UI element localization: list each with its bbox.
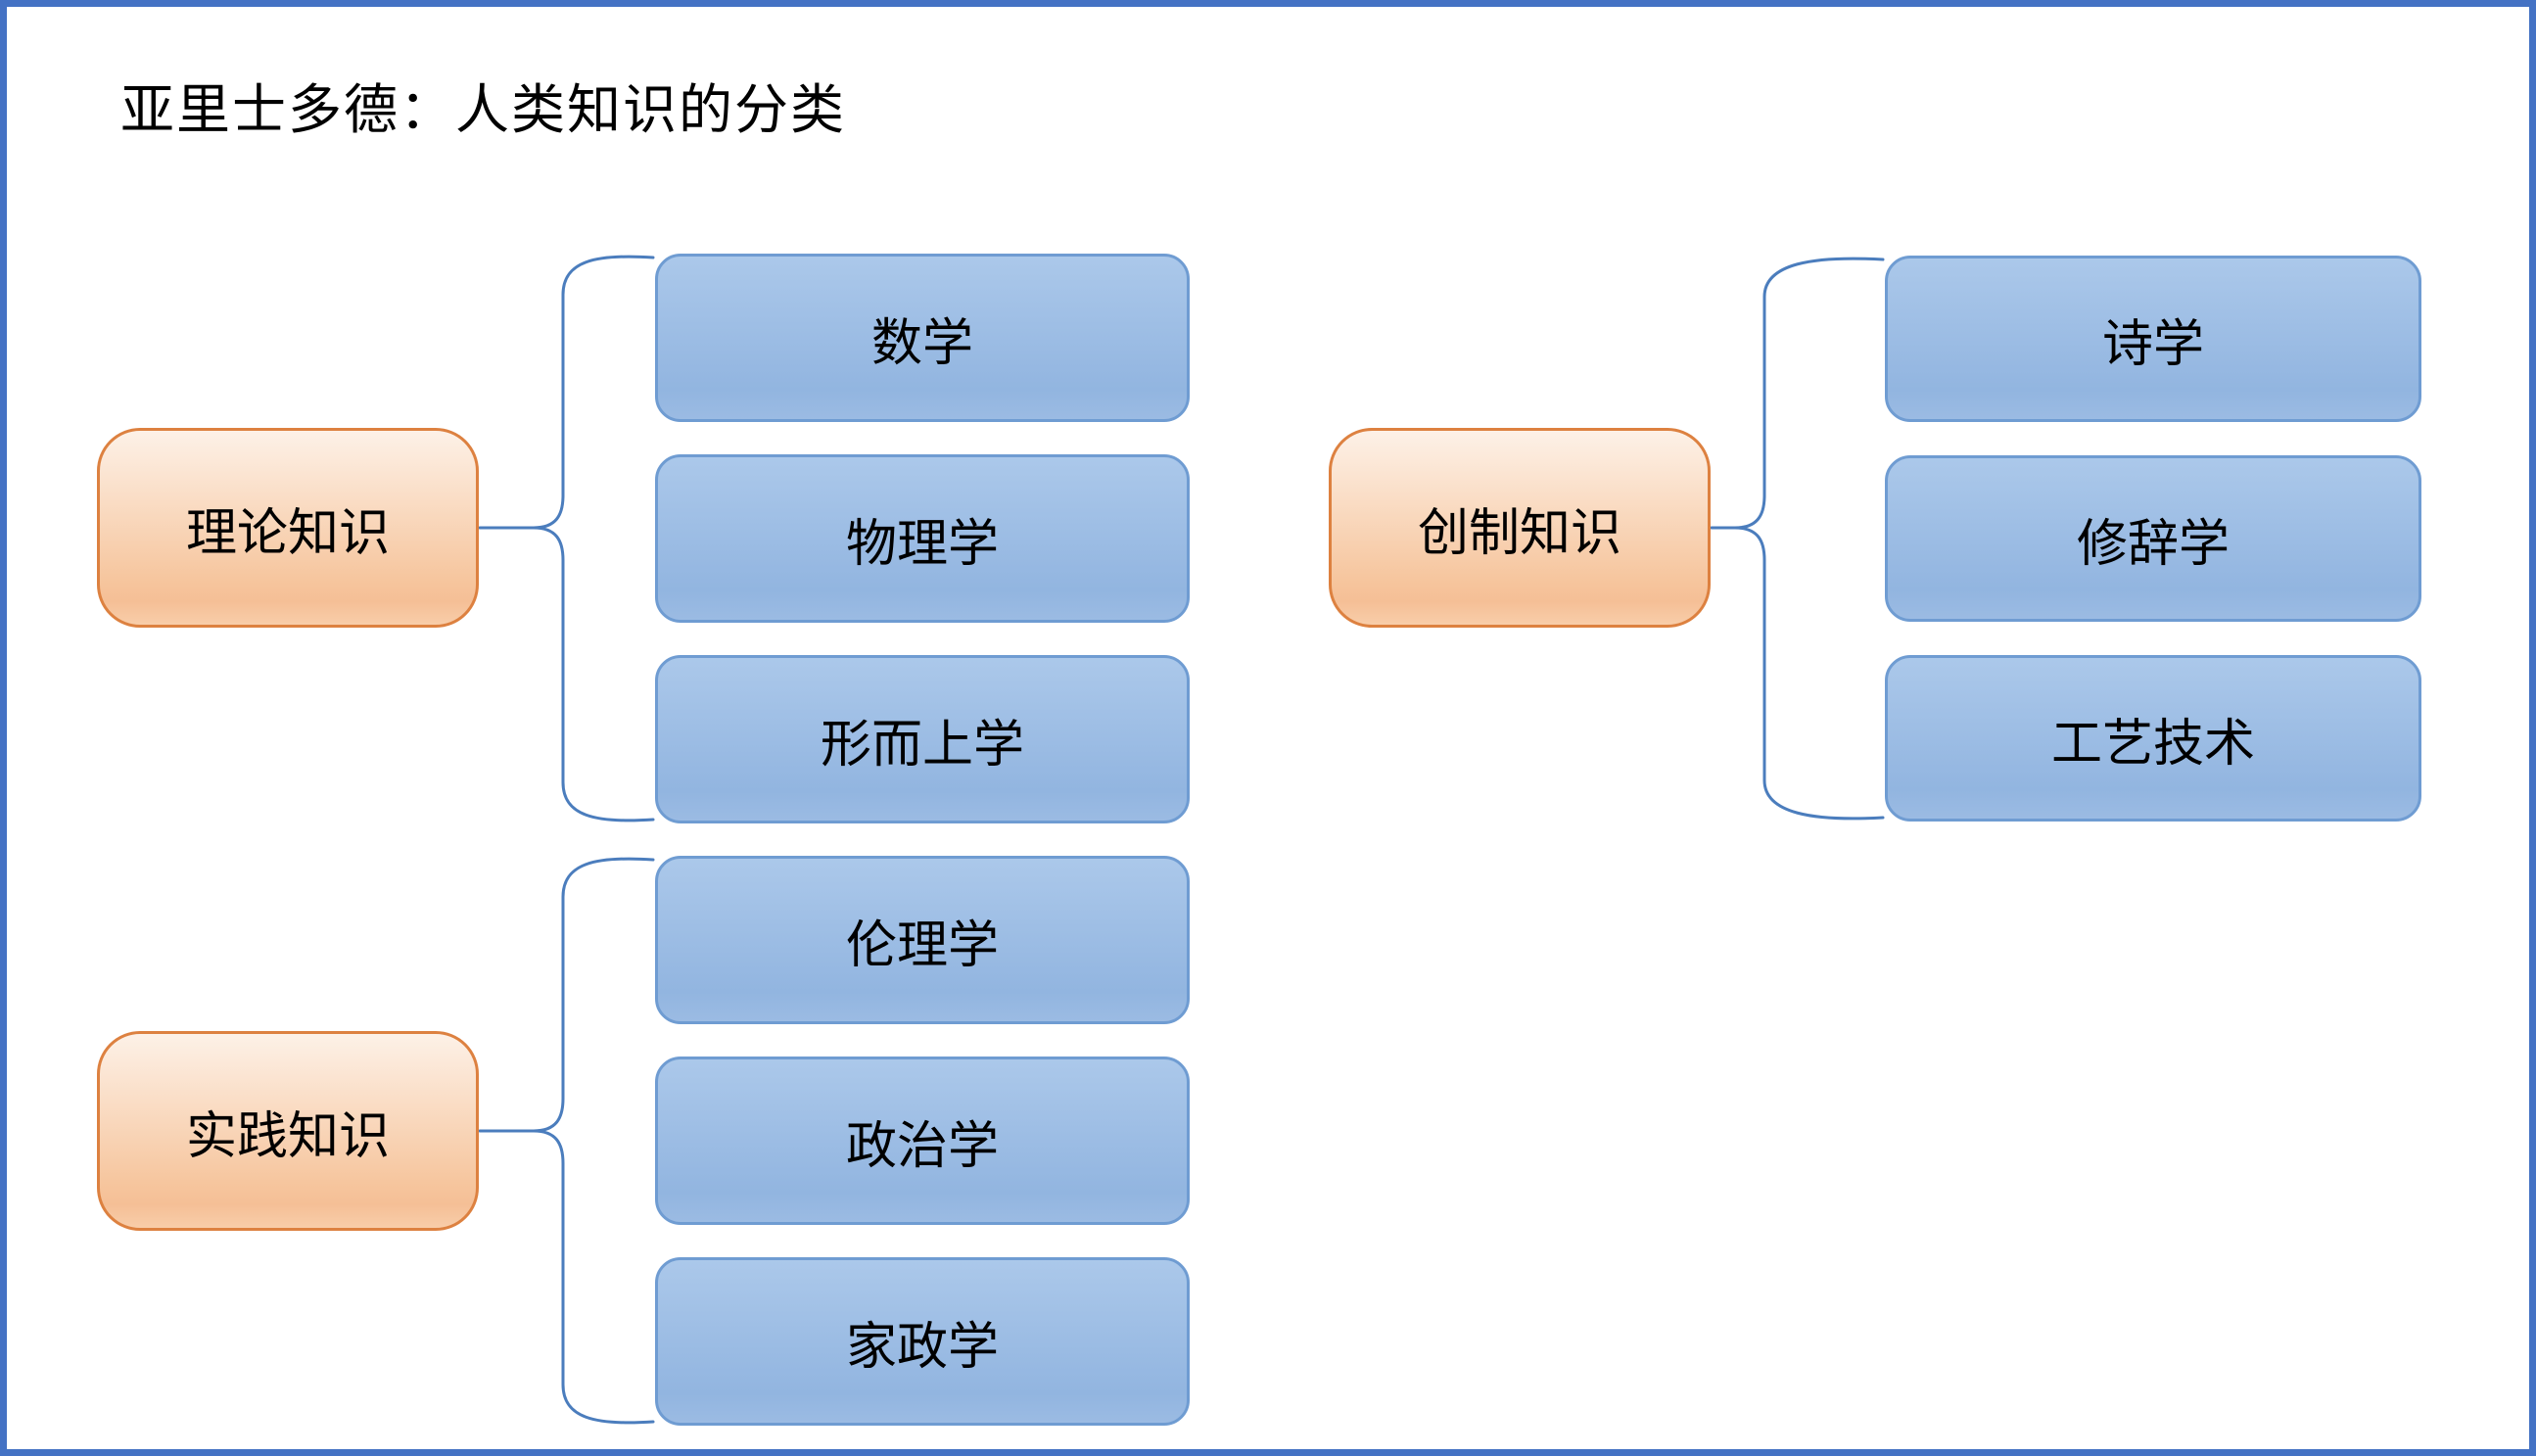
- child-label-rhetoric: 修辞学: [2076, 515, 2230, 573]
- brace-practical: [533, 857, 655, 1425]
- child-label-poetics: 诗学: [2101, 315, 2204, 373]
- child-node-home-economics: 家政学: [655, 1257, 1190, 1426]
- child-node-ethics: 伦理学: [655, 856, 1190, 1024]
- parent-node-practical: 实践知识: [97, 1031, 479, 1231]
- child-node-physics: 物理学: [655, 454, 1190, 623]
- child-node-metaphysics: 形而上学: [655, 655, 1190, 823]
- child-node-craft-technology: 工艺技术: [1885, 655, 2421, 822]
- child-node-rhetoric: 修辞学: [1885, 455, 2421, 622]
- child-node-politics: 政治学: [655, 1057, 1190, 1225]
- parent-node-productive: 创制知识: [1329, 428, 1711, 628]
- brace-theoretical: [533, 255, 655, 822]
- child-label-metaphysics: 形而上学: [820, 716, 1024, 774]
- child-label-ethics: 伦理学: [845, 916, 999, 974]
- child-label-craft-technology: 工艺技术: [2050, 715, 2255, 773]
- child-label-mathematics: 数学: [870, 314, 973, 372]
- child-label-home-economics: 家政学: [845, 1318, 999, 1376]
- child-label-politics: 政治学: [845, 1117, 999, 1175]
- child-node-poetics: 诗学: [1885, 256, 2421, 422]
- parent-label-practical: 实践知识: [185, 1107, 390, 1165]
- diagram-title: 亚里士多德：人类知识的分类: [120, 79, 847, 140]
- parent-label-theoretical: 理论知识: [185, 504, 390, 562]
- brace-productive: [1734, 257, 1885, 821]
- child-node-mathematics: 数学: [655, 254, 1190, 422]
- parent-label-productive: 创制知识: [1417, 504, 1621, 562]
- child-label-physics: 物理学: [845, 515, 999, 573]
- parent-node-theoretical: 理论知识: [97, 428, 479, 628]
